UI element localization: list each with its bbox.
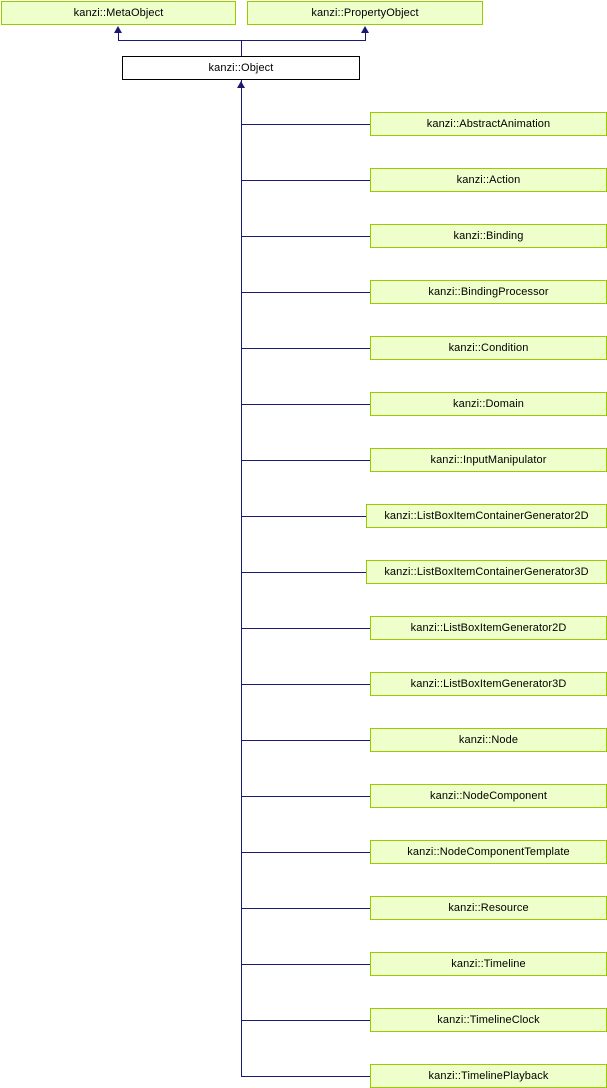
edge-riser-propertyobject	[365, 31, 366, 41]
class-box-timelineclock[interactable]: kanzi::TimelineClock	[370, 1008, 607, 1032]
class-box-listboxitemgenerator3d[interactable]: kanzi::ListBoxItemGenerator3D	[370, 672, 607, 696]
edge-branch	[241, 684, 370, 685]
edge-branch	[241, 404, 370, 405]
edge-branch	[241, 796, 370, 797]
edge-branch	[241, 852, 370, 853]
edge-branch	[241, 124, 370, 125]
class-box-listboxitemgenerator2d[interactable]: kanzi::ListBoxItemGenerator2D	[370, 616, 607, 640]
class-box-metaobject[interactable]: kanzi::MetaObject	[1, 1, 236, 25]
class-label: kanzi::PropertyObject	[311, 6, 419, 19]
edge-branch	[241, 1076, 370, 1077]
class-box-domain[interactable]: kanzi::Domain	[370, 392, 607, 416]
edge-branch	[241, 908, 370, 909]
class-box-timelineplayback[interactable]: kanzi::TimelinePlayback	[370, 1064, 607, 1088]
class-box-propertyobject[interactable]: kanzi::PropertyObject	[247, 1, 483, 25]
class-box-timeline[interactable]: kanzi::Timeline	[370, 952, 607, 976]
class-box-listboxitemcontainergenerator2d[interactable]: kanzi::ListBoxItemContainerGenerator2D	[366, 504, 607, 528]
class-box-inputmanipulator[interactable]: kanzi::InputManipulator	[370, 448, 607, 472]
edge-branch	[241, 740, 370, 741]
edge-branch	[241, 572, 366, 573]
class-box-action[interactable]: kanzi::Action	[370, 168, 607, 192]
class-label: kanzi::NodeComponentTemplate	[407, 845, 570, 858]
edge-base-bus	[118, 40, 366, 41]
class-label: kanzi::TimelineClock	[437, 1013, 540, 1026]
class-box-nodecomponenttemplate[interactable]: kanzi::NodeComponentTemplate	[370, 840, 607, 864]
class-box-object[interactable]: kanzi::Object	[122, 56, 360, 80]
edge-branch	[241, 180, 370, 181]
class-box-node[interactable]: kanzi::Node	[370, 728, 607, 752]
edge-riser-metaobject	[118, 31, 119, 41]
edge-trunk	[241, 80, 242, 1076]
inheritance-arrow-propertyobject	[361, 26, 369, 33]
class-label: kanzi::InputManipulator	[430, 453, 547, 466]
class-label: kanzi::Timeline	[451, 957, 526, 970]
class-label: kanzi::ListBoxItemGenerator3D	[410, 677, 567, 690]
class-label: kanzi::MetaObject	[73, 6, 164, 19]
class-label: kanzi::AbstractAnimation	[426, 117, 551, 130]
class-box-abstractanimation[interactable]: kanzi::AbstractAnimation	[370, 112, 607, 136]
class-label: kanzi::Node	[458, 733, 519, 746]
class-label: kanzi::Action	[456, 173, 521, 186]
inheritance-arrow-metaobject	[114, 26, 122, 33]
class-box-condition[interactable]: kanzi::Condition	[370, 336, 607, 360]
class-box-nodecomponent[interactable]: kanzi::NodeComponent	[370, 784, 607, 808]
edge-stem-to-object	[241, 40, 242, 57]
edge-branch	[241, 516, 366, 517]
class-label: kanzi::ListBoxItemContainerGenerator3D	[384, 565, 589, 578]
class-box-binding[interactable]: kanzi::Binding	[370, 224, 607, 248]
edge-branch	[241, 292, 370, 293]
class-label: kanzi::Resource	[448, 901, 529, 914]
class-label: kanzi::ListBoxItemGenerator2D	[410, 621, 567, 634]
class-label: kanzi::BindingProcessor	[428, 285, 549, 298]
edge-branch	[241, 348, 370, 349]
class-label: kanzi::Domain	[453, 397, 524, 410]
edge-branch	[241, 1020, 370, 1021]
class-label: kanzi::TimelinePlayback	[428, 1069, 549, 1082]
edge-branch	[241, 628, 370, 629]
class-box-bindingprocessor[interactable]: kanzi::BindingProcessor	[370, 280, 607, 304]
class-box-resource[interactable]: kanzi::Resource	[370, 896, 607, 920]
edge-branch	[241, 460, 370, 461]
class-label: kanzi::Binding	[453, 229, 524, 242]
class-label: kanzi::Condition	[448, 341, 529, 354]
edge-branch	[241, 964, 370, 965]
class-label: kanzi::Object	[208, 61, 274, 74]
class-box-listboxitemcontainergenerator3d[interactable]: kanzi::ListBoxItemContainerGenerator3D	[366, 560, 607, 584]
class-label: kanzi::NodeComponent	[430, 789, 547, 802]
class-label: kanzi::ListBoxItemContainerGenerator2D	[384, 509, 589, 522]
edge-branch	[241, 236, 370, 237]
